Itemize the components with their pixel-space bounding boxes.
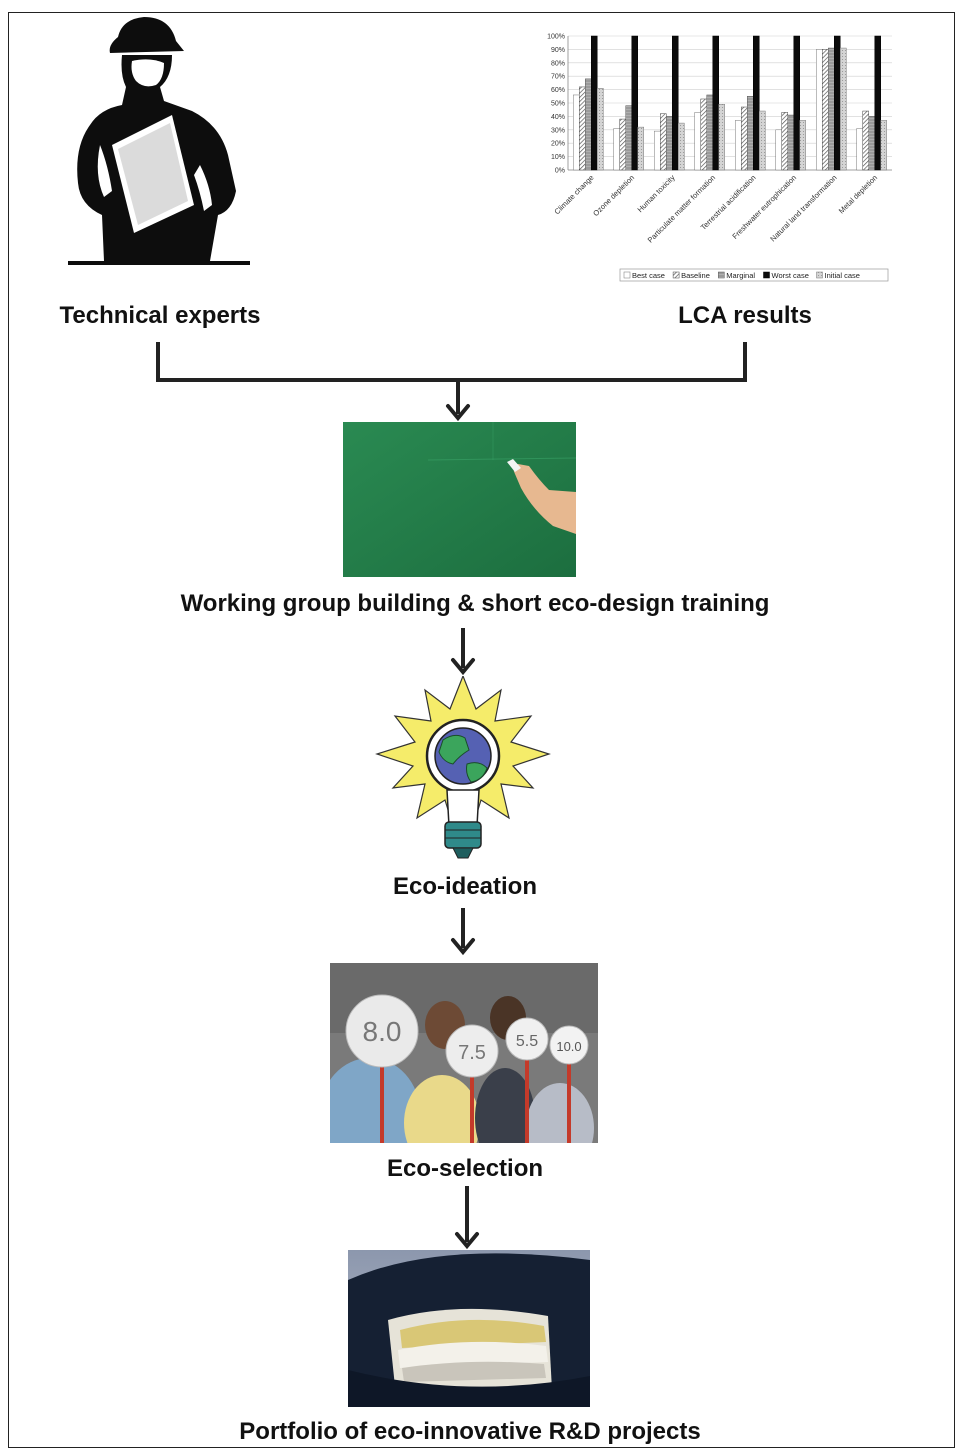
rating-cards-image: 8.0 7.5 5.5 10.0 <box>330 963 598 1143</box>
bar <box>597 88 604 171</box>
y-tick-label: 40% <box>551 114 565 121</box>
bar <box>880 120 887 171</box>
bar <box>799 120 806 171</box>
legend-swatch <box>672 271 680 279</box>
merge-connector <box>156 342 747 382</box>
bar <box>672 35 679 171</box>
arrow-1-head <box>446 404 470 422</box>
y-tick-label: 30% <box>551 127 565 134</box>
bar <box>678 122 685 171</box>
legend-swatch <box>623 271 631 279</box>
selection-label: Eco-selection <box>386 1155 544 1182</box>
rating-card-1: 8.0 <box>363 1016 402 1047</box>
diagram-frame <box>8 12 955 1448</box>
lca-results-label: LCA results <box>678 302 812 329</box>
y-tick-label: 80% <box>551 60 565 67</box>
bar <box>753 35 760 171</box>
y-tick-label: 100% <box>547 34 565 41</box>
y-tick-label: 60% <box>551 87 565 94</box>
legend-label: Baseline <box>681 271 710 280</box>
legend-swatch <box>763 271 770 279</box>
legend-label: Initial case <box>825 271 860 280</box>
bar <box>637 126 644 171</box>
bar <box>874 35 881 171</box>
y-tick-label: 0% <box>555 168 565 175</box>
lightbulb-globe-icon <box>375 676 551 859</box>
training-label: Working group building & short eco-desig… <box>180 590 770 617</box>
bar <box>718 104 725 171</box>
bar <box>759 110 766 171</box>
rating-card-3: 5.5 <box>516 1033 538 1050</box>
rating-card-2: 7.5 <box>458 1042 486 1064</box>
ideation-label: Eco-ideation <box>392 873 537 900</box>
arrow-2-head <box>451 658 475 676</box>
bar <box>840 47 847 171</box>
folder-portfolio-image <box>348 1250 590 1407</box>
legend-swatch <box>816 271 823 279</box>
technical-experts-label: Technical experts <box>59 302 261 329</box>
y-tick-label: 90% <box>551 47 565 54</box>
arrow-3-head <box>451 938 475 956</box>
bar <box>712 35 719 171</box>
arrow-4-head <box>455 1232 479 1250</box>
legend-label: Marginal <box>726 271 755 280</box>
engineer-icon <box>68 17 250 265</box>
rating-card-4: 10.0 <box>556 1039 581 1054</box>
portfolio-label: Portfolio of eco-innovative R&D projects <box>239 1418 701 1445</box>
y-tick-label: 50% <box>551 101 565 108</box>
legend-label: Best case <box>632 271 665 280</box>
y-tick-label: 70% <box>551 74 565 81</box>
bar <box>631 35 638 171</box>
bar <box>793 35 800 171</box>
legend-swatch <box>718 271 725 279</box>
y-tick-label: 20% <box>551 141 565 148</box>
legend-label: Worst case <box>772 271 809 280</box>
lca-chart: 0%10%20%30%40%50%60%70%80%90%100%Climate… <box>547 34 892 282</box>
chalkboard-image <box>343 422 576 577</box>
y-tick-label: 10% <box>551 154 565 161</box>
